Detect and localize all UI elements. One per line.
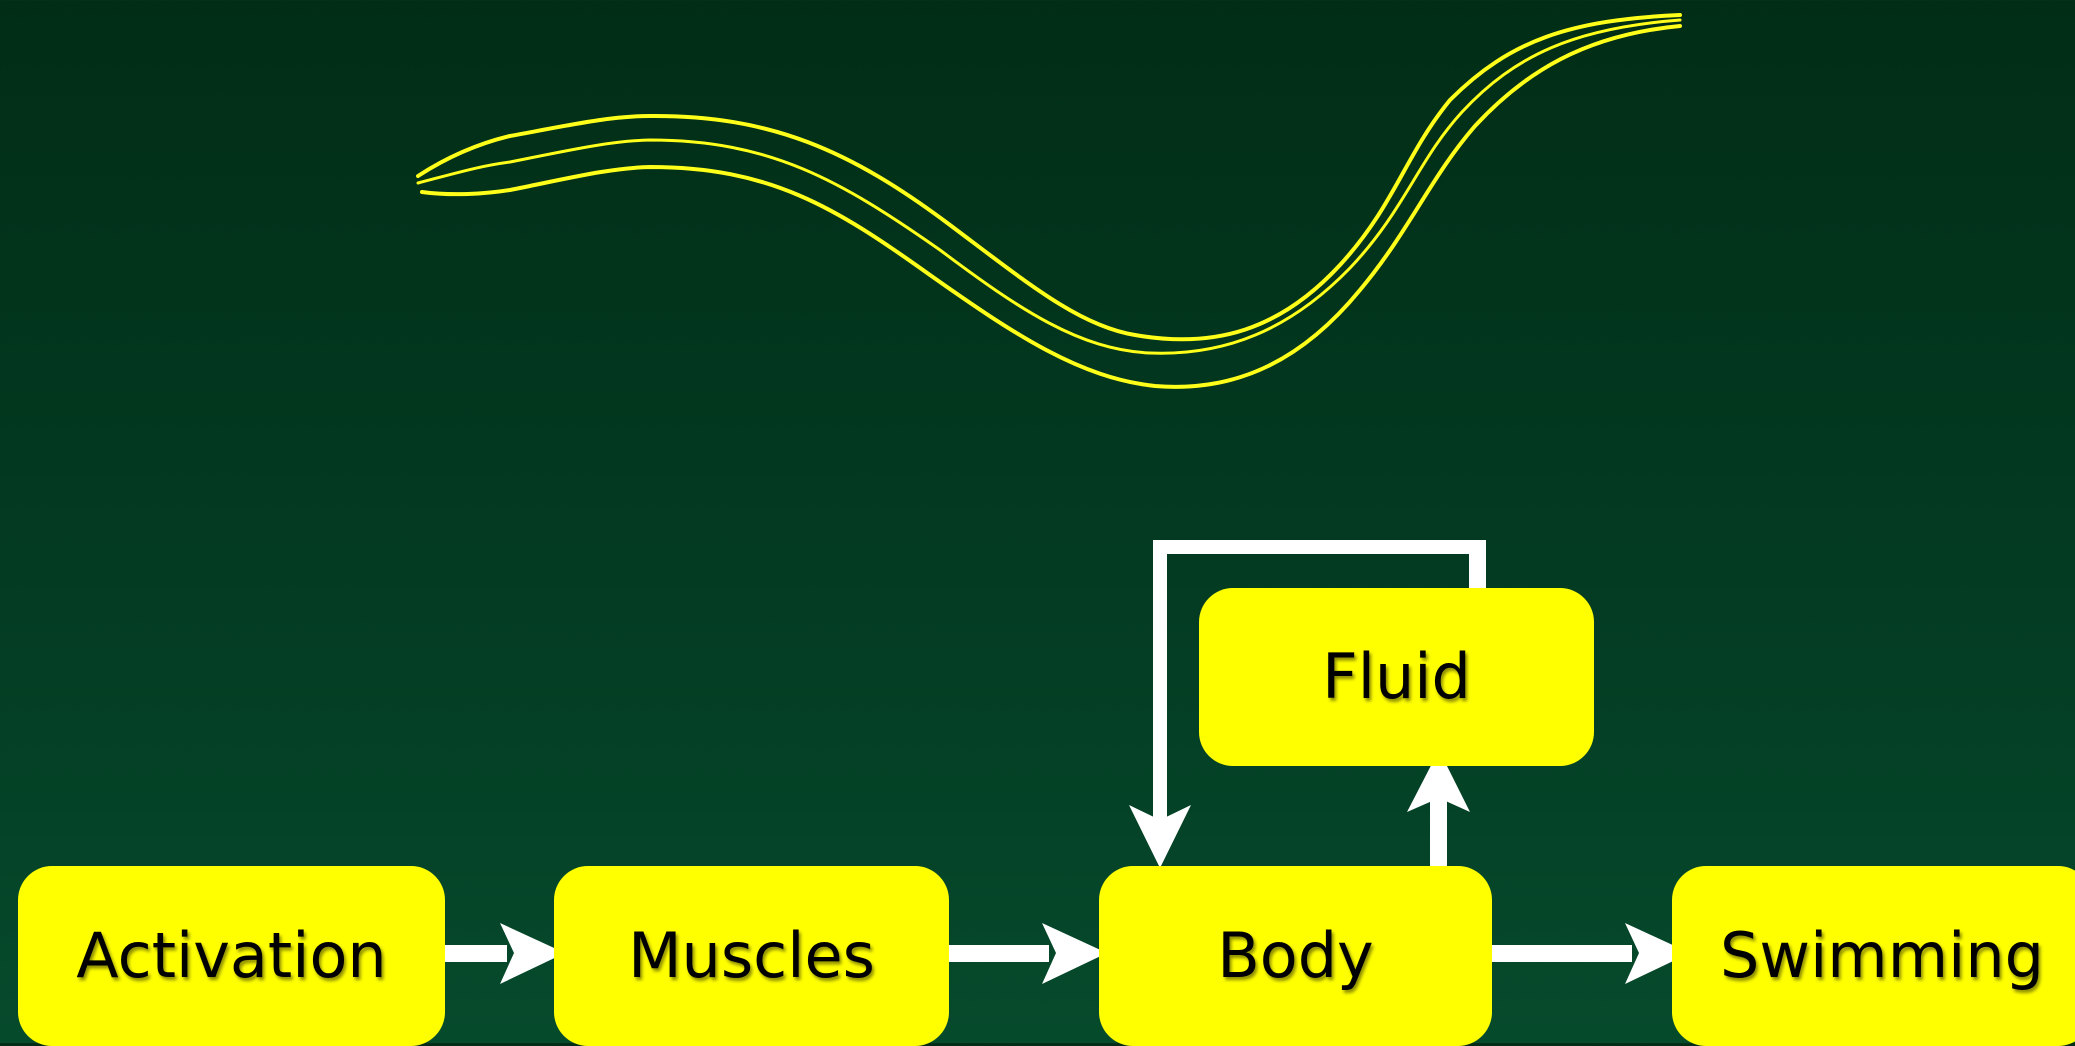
worm-outline-upper <box>418 15 1680 339</box>
node-muscles: Muscles <box>554 866 949 1046</box>
worm-icon <box>418 15 1680 387</box>
arrow-activation-to-muscles <box>445 923 565 984</box>
arrow-muscles-to-body <box>949 923 1107 984</box>
arrow-body-to-fluid <box>1407 750 1470 867</box>
arrow-body-to-swimming <box>1492 923 1690 984</box>
worm-midline <box>418 20 1680 353</box>
node-swimming: Swimming <box>1672 866 2075 1046</box>
node-body: Body <box>1099 866 1492 1046</box>
node-fluid: Fluid <box>1199 588 1594 766</box>
worm-outline-lower <box>422 26 1680 387</box>
node-activation: Activation <box>18 866 445 1046</box>
